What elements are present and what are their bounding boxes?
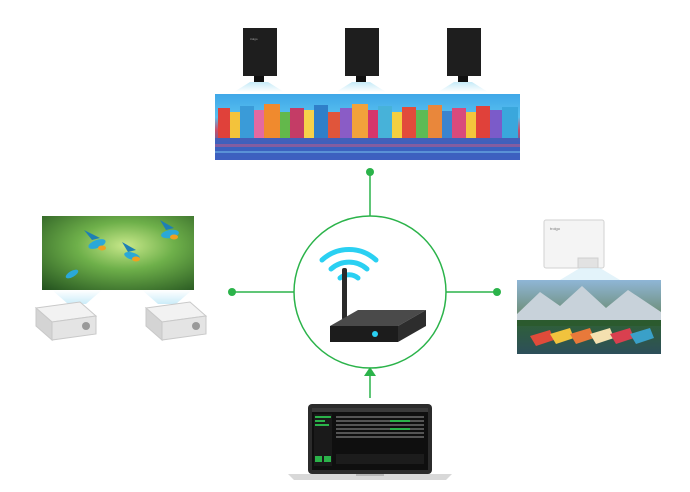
right-display-group: trolgo [517,219,661,354]
laptop-control-software-icon [288,404,452,480]
projector-icon [34,301,98,342]
projector-icon: trolgo [543,219,605,269]
connector-left-dot [228,288,236,296]
projector-icon [144,301,208,342]
wireless-media-box-icon [319,247,426,342]
svg-text:trolgo: trolgo [550,226,561,231]
projector-icon [336,28,386,92]
harbor-panorama-screen [215,94,520,160]
connector-top-dot [366,168,374,176]
mountain-lake-screen [517,280,661,354]
left-display-group [34,216,208,342]
top-display-group: trolgo [215,28,520,160]
projector-icon: trolgo [234,28,284,92]
wifi-icon [319,247,379,281]
connector-right-dot [493,288,501,296]
svg-text:trolgo: trolgo [250,37,258,41]
projector-icon [438,28,488,92]
hummingbird-screen [42,216,194,290]
connector-bottom-arrow [364,367,376,376]
